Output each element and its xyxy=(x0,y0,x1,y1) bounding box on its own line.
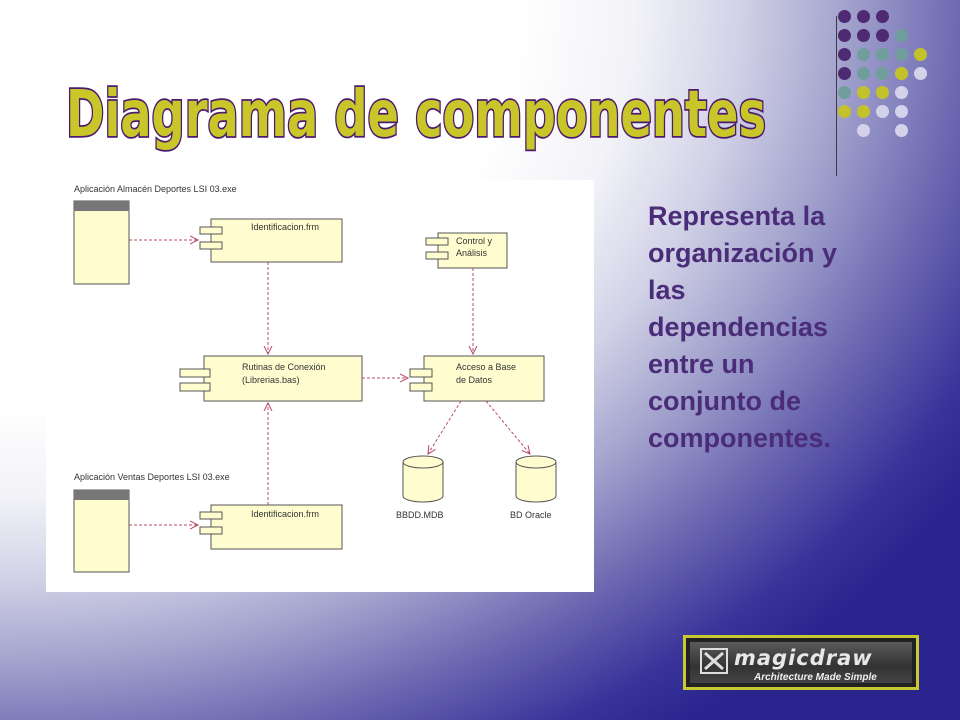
decorative-dot xyxy=(895,29,908,42)
component-rutinas-label-2: (Librerias.bas) xyxy=(242,375,300,385)
decorative-dot xyxy=(876,48,889,61)
component-identificacion-top-label: Identificacion.frm xyxy=(251,222,319,232)
decorative-dot xyxy=(857,67,870,80)
decorative-dot xyxy=(914,48,927,61)
decorative-dot xyxy=(895,67,908,80)
decorative-dot xyxy=(838,105,851,118)
component-identificacion-bottom: Identificacion.frm xyxy=(199,504,343,550)
database-bd-oracle: BD Oracle xyxy=(510,455,557,520)
component-acceso-base-datos: Acceso a Base de Datos xyxy=(409,355,545,402)
magicdraw-mark-icon xyxy=(700,648,728,674)
decorative-dot xyxy=(857,86,870,99)
decorative-dot xyxy=(914,67,927,80)
dependency-arrows xyxy=(129,240,530,525)
decorative-dot xyxy=(857,124,870,137)
database-bbdd-mdb: BBDD.MDB xyxy=(396,455,444,520)
database-bd-oracle-label: BD Oracle xyxy=(510,510,552,520)
component-rutinas-label-1: Rutinas de Conexión xyxy=(242,362,326,372)
component-rutinas-conexion: Rutinas de Conexión (Librerias.bas) xyxy=(179,355,363,402)
decorative-dot xyxy=(876,105,889,118)
slide-title: Diagrama de componentes xyxy=(64,76,768,154)
component-identificacion-top: Identificacion.frm xyxy=(199,218,343,263)
logo-tagline: Architecture Made Simple xyxy=(754,672,877,683)
component-control-label-2: Análisis xyxy=(456,248,488,258)
component-control-label-1: Control y xyxy=(456,236,493,246)
database-bbdd-mdb-label: BBDD.MDB xyxy=(396,510,444,520)
decorative-dot xyxy=(838,67,851,80)
decorative-dot xyxy=(857,105,870,118)
decorative-dot xyxy=(895,105,908,118)
component-control-analisis: Control y Análisis xyxy=(425,232,508,269)
dep-acceso-to-oracle xyxy=(485,400,530,454)
slide-title-text: Diagrama de componentes xyxy=(66,78,766,152)
decorative-dot-grid xyxy=(838,10,958,160)
decorative-dot xyxy=(895,48,908,61)
decorative-dot xyxy=(876,86,889,99)
decorative-dot xyxy=(857,48,870,61)
app-bottom-label: Aplicación Ventas Deportes LSI 03.exe xyxy=(74,472,230,482)
decorative-dot xyxy=(838,48,851,61)
component-acceso-label-2: de Datos xyxy=(456,375,493,385)
component-diagram: Aplicación Almacén Deportes LSI 03.exe A… xyxy=(46,180,594,592)
decorative-dot xyxy=(876,29,889,42)
magicdraw-logo: magicdraw Architecture Made Simple xyxy=(683,635,919,690)
decorative-dot xyxy=(895,86,908,99)
decorative-dot xyxy=(876,67,889,80)
decorative-dot xyxy=(857,10,870,23)
decorative-dot xyxy=(838,10,851,23)
decorative-dot xyxy=(876,10,889,23)
dep-acceso-to-mdb xyxy=(428,400,462,454)
decorative-dot xyxy=(838,29,851,42)
decorative-dot xyxy=(857,29,870,42)
decorative-dot xyxy=(838,86,851,99)
app-top-label: Aplicación Almacén Deportes LSI 03.exe xyxy=(74,184,237,194)
component-identificacion-bottom-label: Identificacion.frm xyxy=(251,509,319,519)
app-bottom-node xyxy=(73,489,130,573)
component-acceso-label-1: Acceso a Base xyxy=(456,362,516,372)
app-top-node xyxy=(73,200,130,285)
decorative-vertical-line xyxy=(836,16,837,176)
slide-description: Representa la organización y las depende… xyxy=(648,201,838,453)
logo-wordmark: magicdraw xyxy=(734,646,873,670)
decorative-dot xyxy=(895,124,908,137)
